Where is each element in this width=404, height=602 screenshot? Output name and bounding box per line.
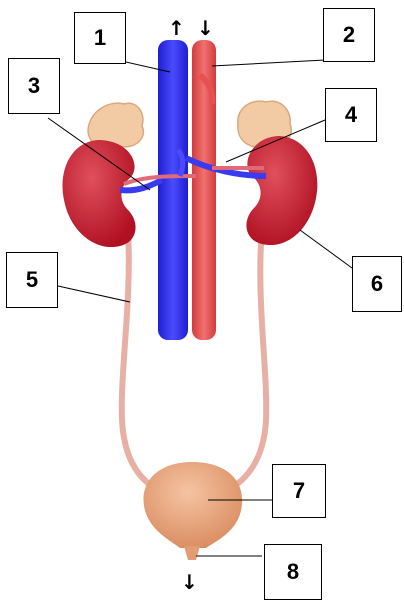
vein-up-arrow-icon: ↑ — [168, 18, 185, 38]
label-6: 6 — [352, 256, 402, 312]
left-ureter — [122, 230, 158, 490]
label-7: 7 — [272, 464, 326, 518]
urethra-down-arrow-icon: ↓ — [181, 572, 198, 592]
left-kidney — [62, 140, 135, 247]
aorta — [192, 40, 216, 340]
label-1: 1 — [74, 12, 126, 64]
label-4: 4 — [325, 88, 377, 142]
label-5: 5 — [6, 252, 58, 308]
label-2: 2 — [323, 8, 375, 62]
urethra — [184, 546, 200, 560]
artery-down-arrow-icon: ↓ — [197, 18, 214, 38]
right-ureter — [228, 228, 266, 490]
bladder — [143, 462, 242, 548]
vena-cava — [158, 40, 188, 340]
label-3: 3 — [8, 58, 60, 114]
right-kidney — [246, 136, 317, 245]
label-8: 8 — [264, 544, 322, 600]
